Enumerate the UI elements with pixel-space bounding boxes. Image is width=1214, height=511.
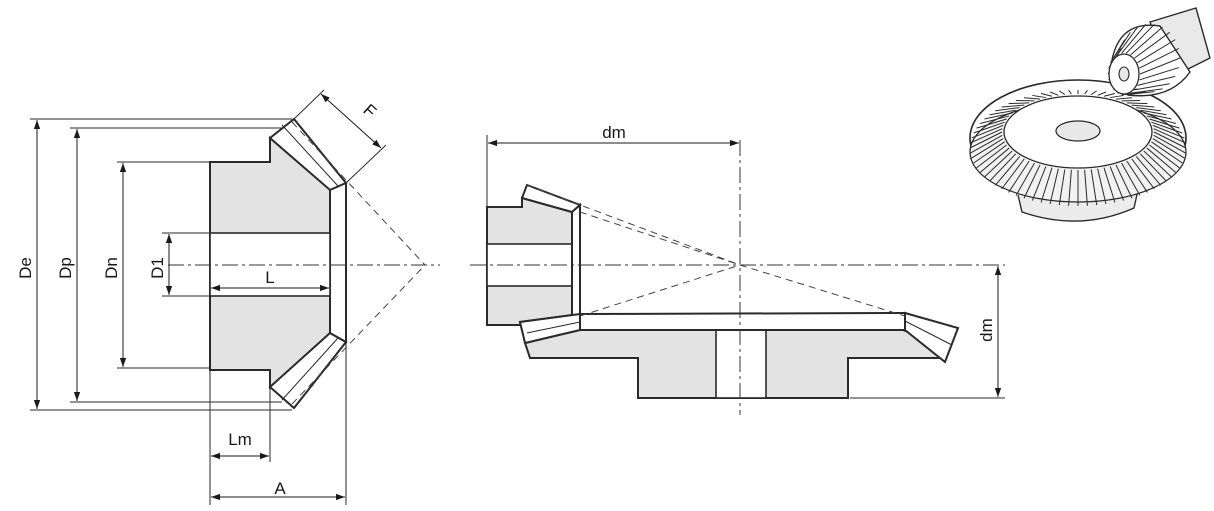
pinion-dimension-lines — [30, 89, 387, 505]
label-dm-top: dm — [602, 123, 626, 142]
label-L: L — [265, 268, 274, 287]
mesh-gear-tooth-right — [904, 311, 960, 364]
mesh-dimension-lines: dm dm — [486, 123, 1005, 399]
label-F: F — [359, 100, 379, 121]
mesh-gear-bore — [715, 329, 767, 399]
pinion-front-face — [329, 181, 347, 344]
label-De: De — [16, 257, 35, 279]
gear-pair-mesh-view — [470, 140, 1005, 415]
label-Dp: Dp — [56, 257, 75, 279]
label-D1: D1 — [148, 257, 167, 279]
label-dm-side: dm — [977, 318, 996, 342]
label-A: A — [274, 479, 286, 498]
label-Lm: Lm — [228, 430, 252, 449]
bevel-gear-pair-isometric-icon — [969, 7, 1211, 222]
mesh-pinion-front — [571, 202, 581, 319]
mesh-gear-face — [579, 311, 906, 331]
label-Dn: Dn — [102, 257, 121, 279]
